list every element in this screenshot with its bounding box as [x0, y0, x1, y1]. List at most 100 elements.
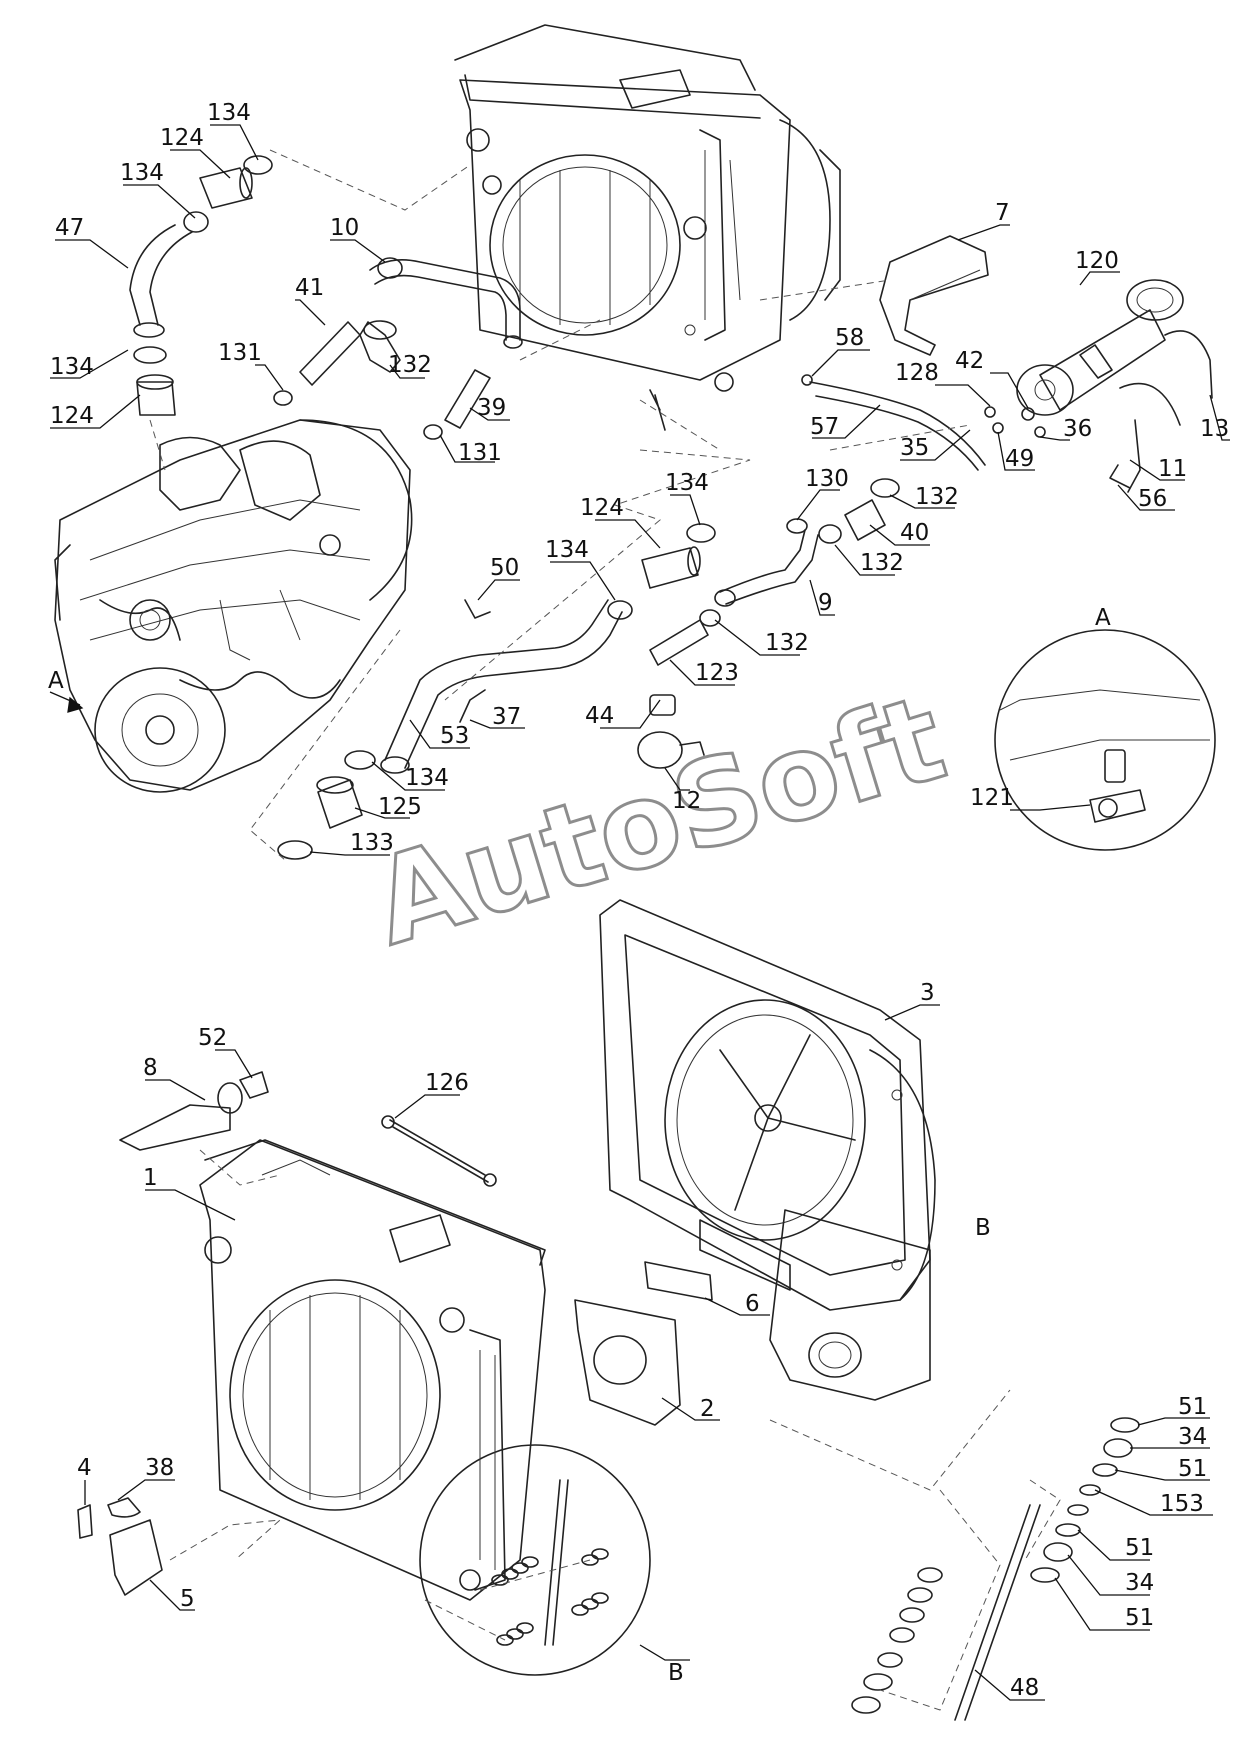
assembly-lines: [149, 149, 1061, 1711]
label-50: 50: [490, 555, 519, 581]
label-134: 134: [207, 100, 251, 126]
label-123: 123: [695, 660, 739, 686]
label-42: 42: [955, 348, 984, 374]
washer-stack-left: [851, 1567, 943, 1714]
hose-41: [299, 321, 361, 386]
pipe-53: [380, 599, 623, 774]
fan-shroud-3: [599, 899, 936, 1311]
clamp-131-a: [273, 390, 293, 406]
pipe-9: [714, 529, 819, 607]
label-38: 38: [145, 1455, 174, 1481]
label-134: 134: [665, 470, 709, 496]
clamp-134-b: [183, 211, 209, 233]
label-a-detail: A: [1095, 605, 1111, 631]
label-121: 121: [970, 785, 1014, 811]
label-34: 34: [1125, 1570, 1154, 1596]
hose-123: [649, 619, 709, 666]
label-49: 49: [1005, 446, 1034, 472]
label-b-detail: B: [668, 1660, 684, 1686]
label-133: 133: [350, 830, 394, 856]
label-53: 53: [440, 723, 469, 749]
label-51: 51: [1178, 1456, 1207, 1482]
label-2: 2: [700, 1396, 715, 1422]
detail-b-circle: [419, 1444, 651, 1676]
detail-b-view: [769, 1209, 931, 1401]
label-3: 3: [920, 980, 935, 1006]
fitting-128: [984, 406, 996, 418]
clamp-133: [277, 840, 313, 860]
bracket-8: [119, 1082, 243, 1151]
bracket-5: [109, 1519, 163, 1596]
hose-124-mid: [641, 546, 701, 589]
clamp-134-d: [607, 600, 633, 620]
label-11: 11: [1158, 456, 1187, 482]
label-a: A: [48, 668, 64, 694]
label-153: 153: [1160, 1491, 1204, 1517]
label-8: 8: [143, 1055, 158, 1081]
label-40: 40: [900, 520, 929, 546]
label-130: 130: [805, 466, 849, 492]
strap-13-b: [1119, 382, 1181, 426]
label-51: 51: [1125, 1605, 1154, 1631]
filter-120: [1016, 279, 1184, 416]
label-6: 6: [745, 1291, 760, 1317]
hose-124-upper: [199, 167, 253, 209]
tube-11: [1127, 419, 1141, 493]
label-1: 1: [143, 1165, 158, 1191]
label-57: 57: [810, 414, 839, 440]
label-10: 10: [330, 215, 359, 241]
label-41: 41: [295, 275, 324, 301]
bracket-4: [77, 1504, 93, 1539]
pipe-47: [129, 224, 193, 338]
label-51: 51: [1125, 1535, 1154, 1561]
label-124: 124: [160, 125, 204, 151]
clamp-134-f: [344, 750, 376, 770]
label-44: 44: [585, 703, 614, 729]
label-7: 7: [995, 200, 1010, 226]
clip-56: [1109, 464, 1131, 489]
label-48: 48: [1010, 1675, 1039, 1701]
pad-52: [239, 1071, 269, 1099]
label-13: 13: [1200, 416, 1229, 442]
label-35: 35: [900, 435, 929, 461]
label-37: 37: [492, 704, 521, 730]
label-120: 120: [1075, 248, 1119, 274]
label-58: 58: [835, 325, 864, 351]
clamp-132-b: [870, 478, 900, 498]
hose-39: [444, 369, 491, 429]
tube-57-inner: [815, 395, 979, 471]
label-47: 47: [55, 215, 84, 241]
clamp-132-c: [818, 524, 842, 544]
labels: 134 124 134 47 10 41 131 132 39 131 134 …: [48, 100, 1230, 1701]
label-51: 51: [1178, 1394, 1207, 1420]
rod-126: [381, 1115, 497, 1187]
clamp-134-c: [133, 346, 167, 364]
clamp-134-a: [243, 155, 273, 175]
radiator-1: [199, 1139, 546, 1601]
clamp-134-e: [686, 523, 716, 543]
pipe-10: [369, 257, 523, 349]
thermostat-12: [637, 694, 705, 769]
label-132: 132: [860, 550, 904, 576]
label-56: 56: [1138, 486, 1167, 512]
label-132: 132: [915, 484, 959, 510]
label-131: 131: [218, 340, 262, 366]
engine-block: [54, 419, 413, 793]
hose-124-lower: [136, 374, 176, 416]
label-128: 128: [895, 360, 939, 386]
strap-38: [107, 1497, 141, 1518]
seal-6: [644, 1261, 713, 1301]
label-52: 52: [198, 1025, 227, 1051]
label-5: 5: [180, 1586, 195, 1612]
bracket-37: [459, 689, 486, 723]
label-34: 34: [1178, 1424, 1207, 1450]
label-4: 4: [77, 1455, 92, 1481]
panel-2: [574, 1299, 681, 1426]
label-132: 132: [388, 352, 432, 378]
strap-13-a: [1164, 330, 1213, 399]
fitting-58: [801, 374, 813, 386]
hose-40: [844, 499, 886, 541]
detail-a-view: [994, 629, 1216, 851]
